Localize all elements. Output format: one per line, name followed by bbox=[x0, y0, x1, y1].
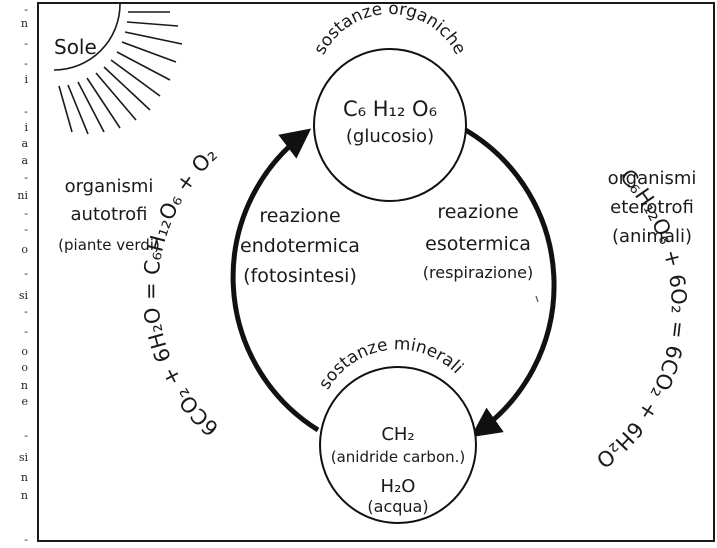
exothermic-line2: esotermica bbox=[425, 233, 531, 255]
margin-fragment: n bbox=[20, 17, 28, 30]
glucose-name: (glucosio) bbox=[346, 126, 434, 147]
mineral-substances-node bbox=[319, 366, 477, 524]
stray-mark bbox=[535, 295, 539, 303]
heterotrophs-label: organismi eterotrofi (animali) bbox=[608, 168, 697, 247]
endothermic-line3: (fotosintesi) bbox=[243, 265, 357, 287]
figure-frame bbox=[37, 2, 715, 542]
heterotrophs-line3: (animali) bbox=[612, 226, 692, 247]
exothermic-line3: (respirazione) bbox=[423, 263, 534, 282]
margin-fragment: - bbox=[24, 429, 28, 442]
respiration-arrow bbox=[460, 125, 557, 438]
endothermic-reaction-label: reazione endotermica (fotosintesi) bbox=[240, 205, 360, 287]
endothermic-line1: reazione bbox=[259, 205, 340, 227]
margin-fragment: i bbox=[24, 121, 28, 134]
margin-fragment: si bbox=[18, 289, 28, 302]
margin-fragment: n bbox=[20, 471, 28, 484]
margin-fragment: a bbox=[21, 137, 28, 150]
organic-substances-node bbox=[313, 48, 467, 202]
margin-fragment: n bbox=[20, 489, 28, 502]
autotrophs-line2: autotrofi bbox=[71, 204, 148, 225]
margin-text-column: - n - - i - i a a - ni - - o - si - - o … bbox=[0, 0, 30, 548]
margin-fragment: - bbox=[24, 57, 28, 70]
exothermic-reaction-label: reazione esotermica (respirazione) bbox=[423, 201, 534, 282]
margin-fragment: - bbox=[24, 3, 28, 16]
margin-fragment: - bbox=[24, 223, 28, 236]
photosynthesis-arrow bbox=[230, 128, 320, 433]
margin-fragment: o bbox=[21, 243, 28, 256]
margin-fragment: - bbox=[24, 267, 28, 280]
margin-fragment: - bbox=[24, 533, 28, 546]
margin-fragment: - bbox=[24, 105, 28, 118]
margin-fragment: - bbox=[24, 37, 28, 50]
endothermic-line2: endotermica bbox=[240, 235, 360, 257]
heterotrophs-line1: organismi bbox=[608, 168, 697, 189]
sun-label: Sole bbox=[54, 35, 97, 59]
margin-fragment: e bbox=[21, 395, 28, 408]
margin-fragment: n bbox=[20, 379, 28, 392]
carbon-dioxide-formula: CH₂ bbox=[381, 424, 414, 445]
margin-fragment: i bbox=[24, 73, 28, 86]
margin-fragment: - bbox=[24, 305, 28, 318]
heterotrophs-line2: eterotrofi bbox=[610, 197, 694, 218]
autotrophs-label: organismi autotrofi (piante verdi) bbox=[58, 176, 160, 254]
margin-fragment: si bbox=[18, 451, 28, 464]
margin-fragment: a bbox=[21, 154, 28, 167]
margin-fragment: - bbox=[24, 325, 28, 338]
water-formula: H₂O bbox=[381, 476, 416, 497]
margin-fragment: o bbox=[21, 361, 28, 374]
margin-fragment: - bbox=[24, 207, 28, 220]
water-name: (acqua) bbox=[367, 497, 428, 516]
margin-fragment: ni bbox=[17, 189, 28, 202]
carbon-dioxide-name: (anidride carbon.) bbox=[331, 448, 466, 466]
exothermic-line1: reazione bbox=[437, 201, 518, 223]
margin-fragment: - bbox=[24, 171, 28, 184]
autotrophs-line1: organismi bbox=[65, 176, 154, 197]
glucose-formula: C₆ H₁₂ O₆ bbox=[343, 97, 437, 121]
margin-fragment: o bbox=[21, 345, 28, 358]
autotrophs-line3: (piante verdi) bbox=[58, 236, 160, 254]
sun-icon bbox=[53, 3, 183, 135]
